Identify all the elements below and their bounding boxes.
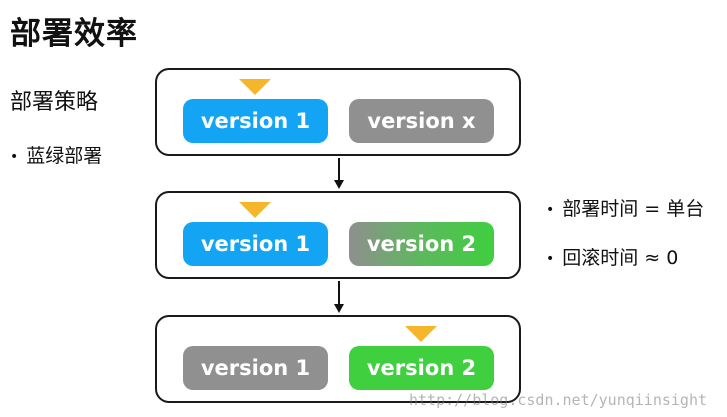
version-box-left: version 1 (183, 99, 328, 143)
version-box-right: version 2 (349, 346, 494, 390)
page-title: 部署效率 (10, 16, 138, 52)
bullet-dot-icon: • (546, 201, 555, 218)
active-marker-icon (239, 79, 271, 95)
down-arrow-icon (334, 158, 344, 189)
bullet-dot-icon: • (546, 250, 555, 267)
active-marker-icon (405, 326, 437, 342)
active-marker-icon (239, 202, 271, 218)
deployment-stage-2: version 1 version 2 (155, 191, 521, 279)
version-box-left: version 1 (183, 346, 328, 390)
bullet-text: 部署时间 = 单台 (562, 198, 705, 220)
watermark: http://blog.csdn.net/yunqiinsight (408, 391, 707, 409)
down-arrow-icon (334, 281, 344, 313)
bullet-dot-icon: • (10, 148, 19, 165)
bullet-text: 蓝绿部署 (26, 145, 103, 167)
bullet-text: 回滚时间 ≈ 0 (562, 247, 679, 269)
bullet-deploy-time: • 部署时间 = 单台 (546, 194, 704, 221)
version-box-right: version x (349, 99, 494, 143)
bullet-rollback-time: • 回滚时间 ≈ 0 (546, 243, 678, 270)
bullet-blue-green-deployment: • 蓝绿部署 (10, 141, 102, 168)
version-box-right: version 2 (349, 222, 494, 266)
deployment-stage-1: version 1 version x (155, 68, 521, 156)
deployment-stage-3: version 1 version 2 (155, 315, 521, 403)
section-subtitle: 部署策略 (10, 90, 99, 115)
version-box-left: version 1 (183, 222, 328, 266)
